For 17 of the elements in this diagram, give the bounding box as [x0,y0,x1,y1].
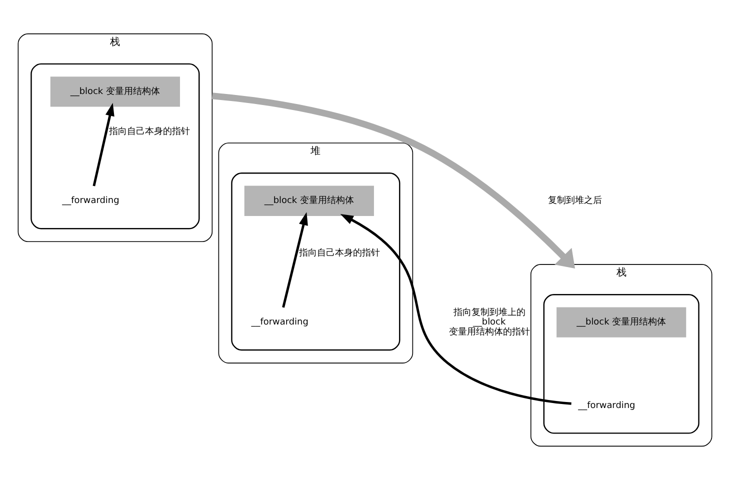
arrow [92,102,114,186]
edge-label: 指向复制到堆上的 __block 变量用结构体的指针 [448,307,530,337]
cluster [30,62,200,229]
edge-label: 复制到堆之后 [548,196,602,206]
arrow [212,92,576,268]
cluster [543,294,700,434]
cluster [231,172,400,350]
arrow [340,213,572,404]
arrow [282,212,308,308]
node-box: __block 变量用结构体 [244,185,374,216]
node-text: __forwarding [251,317,308,328]
node-text: __forwarding [578,400,636,410]
edge-label: 指向自己本身的指针 [108,126,190,136]
node-text: __forwarding [62,196,120,206]
node-box: __block 变量用结构体 [556,306,686,337]
edge-label: 指向自己本身的指针 [298,248,380,258]
node-box: __block 变量用结构体 [50,76,180,106]
